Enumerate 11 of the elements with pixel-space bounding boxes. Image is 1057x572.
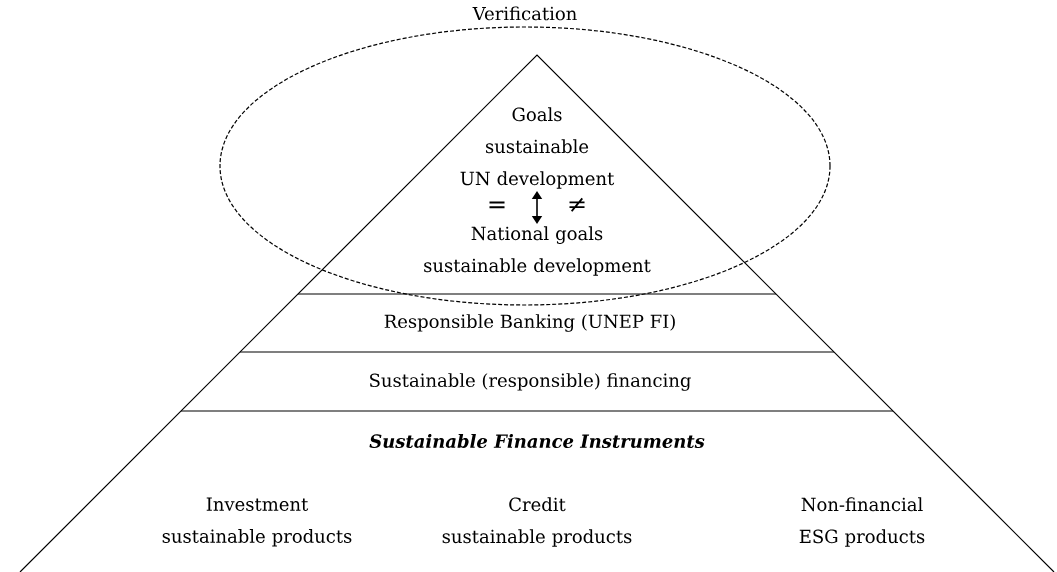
relation-sign: =	[489, 201, 505, 209]
node-text: National goals sustainable development	[424, 226, 651, 276]
band-label: Responsible Banking (UNEP FI)	[384, 314, 675, 332]
node-text: Non-financial ESG products	[799, 497, 925, 547]
band-label: Sustainable (responsible) financing	[370, 373, 691, 391]
node-text: Goals sustainable UN development	[460, 107, 615, 189]
node-label: Verification	[472, 6, 577, 21]
section-heading: Sustainable Finance Instruments	[369, 434, 705, 448]
node-text: Credit sustainable products	[442, 497, 632, 547]
relation-sign: ≠	[569, 197, 585, 212]
node-text: Investment sustainable products	[162, 497, 352, 547]
